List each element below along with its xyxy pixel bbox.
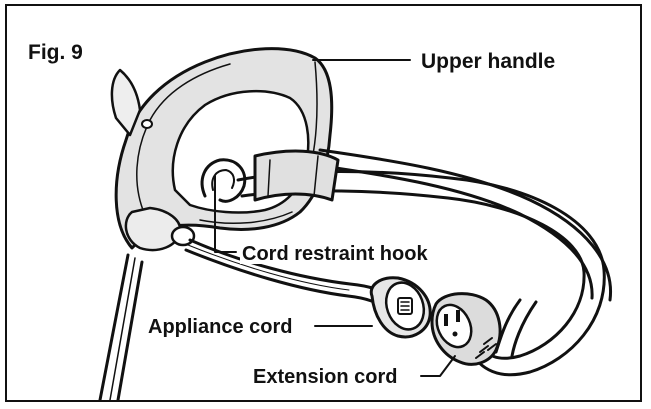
handle-knob: [110, 68, 153, 137]
appliance-cord-label: Appliance cord: [146, 316, 295, 338]
extension-leader: [420, 355, 456, 377]
cord-entry-mount: [124, 206, 196, 252]
cord-restraint-hook-label: Cord restraint hook: [240, 243, 430, 265]
extension-cord-loop: [236, 148, 613, 377]
cord-strap: [253, 149, 340, 202]
extension-cord-label: Extension cord: [251, 366, 400, 388]
callout-leaders: [214, 59, 456, 377]
appliance-socket: [369, 276, 432, 339]
handle-shaft: [98, 253, 144, 400]
hook-leader: [214, 175, 237, 253]
upper-handle-label: Upper handle: [419, 50, 558, 73]
cord-restraint-hook: [200, 158, 247, 203]
figure-title: Fig. 9: [28, 41, 83, 64]
extension-plug: [430, 292, 502, 366]
